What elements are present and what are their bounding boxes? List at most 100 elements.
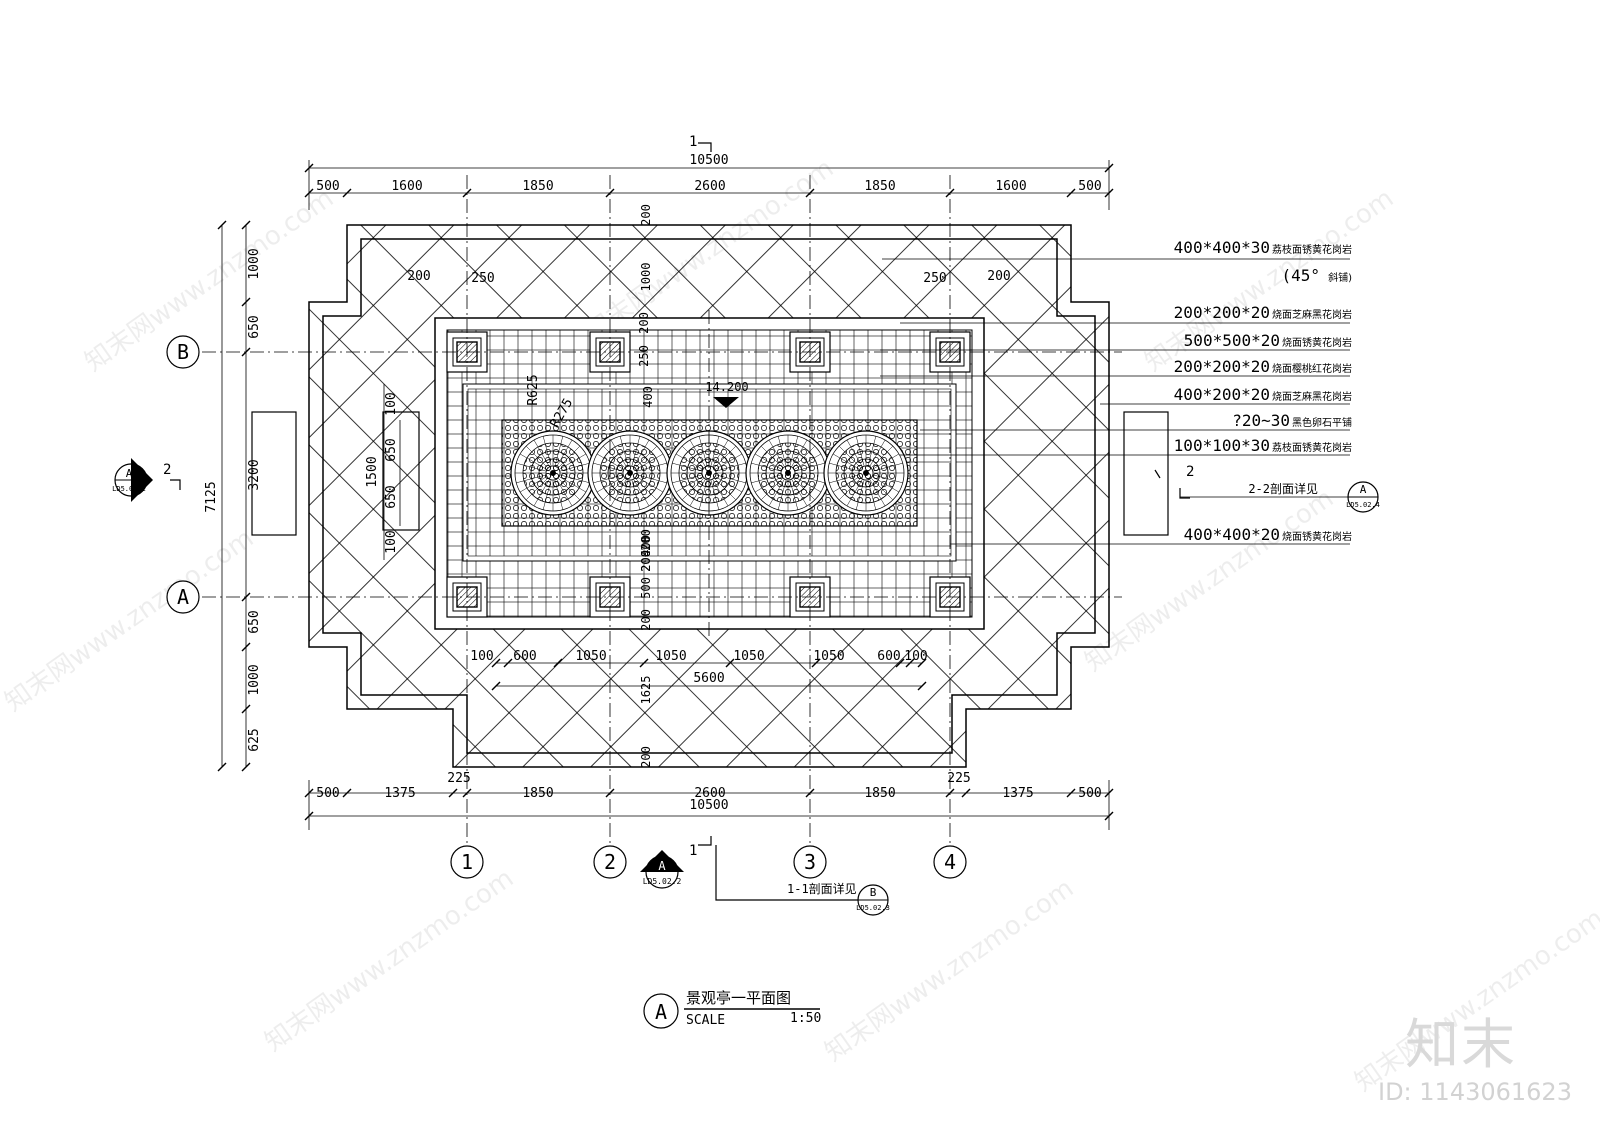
rosette-spoke: [751, 462, 782, 472]
rosette-spoke: [516, 474, 547, 484]
section-2-number-right: 2: [1186, 464, 1194, 480]
rosette-spoke: [872, 474, 903, 484]
rosette-spoke: [760, 477, 784, 501]
material-spec: 200*200*20: [1174, 357, 1270, 376]
dim-tick: [241, 762, 251, 772]
dim-tick: [304, 811, 314, 821]
rosette-spoke: [619, 479, 629, 510]
material-spec: 400*200*20: [1174, 385, 1270, 404]
dim-bottom-overall: 10500: [689, 798, 728, 813]
dim-bottom-225-right: 225: [947, 771, 970, 786]
dim-top-segment: 1600: [995, 179, 1026, 194]
rosette-spoke: [871, 476, 900, 493]
dim-tick: [945, 188, 955, 198]
rosette-spoke: [593, 462, 624, 472]
rosette-spoke: [855, 479, 865, 510]
section-2-ref-sheet: LD5.02.4: [1346, 501, 1380, 509]
rosette-spoke: [768, 439, 785, 468]
grid-col-bubble: [933, 845, 967, 879]
rosette-spoke: [791, 478, 808, 507]
dim-tick: [905, 658, 915, 668]
dim-tick: [241, 642, 251, 652]
dim-vertical: 250: [637, 345, 651, 367]
dim-tick: [304, 188, 314, 198]
section-ref-1: 1 1 A LD5.02.2 1-1剖面详见 B LD5.02.3: [640, 134, 890, 916]
rosette-spoke: [829, 474, 860, 484]
dim-bottom-segment: 500: [316, 786, 339, 801]
dim-tick: [241, 592, 251, 602]
rosette-spoke: [754, 476, 783, 493]
dim-bottom-segment: 1850: [522, 786, 553, 801]
dim-tick: [217, 220, 227, 230]
material-desc: 斜铺): [1328, 271, 1352, 284]
rosette-spoke: [838, 445, 862, 469]
rosette-spoke: [715, 474, 746, 484]
dim-tick: [961, 788, 971, 798]
scale-label: SCALE: [686, 1013, 725, 1028]
grid-row-bubble: [166, 580, 200, 614]
rosette-spoke: [789, 479, 799, 510]
rosette-spoke: [681, 477, 705, 501]
rosette-spoke: [713, 445, 737, 469]
elevation-marker: [713, 397, 739, 408]
materials-legend: 荔枝面锈黄花岗岩400*400*30斜铺)(45°烧面芝麻黑花岗岩200*200…: [1174, 238, 1352, 544]
rosette-spoke: [870, 477, 894, 501]
leader-lines: [880, 258, 1350, 545]
dim-inner-left: 100: [384, 392, 399, 415]
dim-vertical: 400: [639, 535, 653, 557]
rosette-spoke: [846, 478, 863, 507]
rosette-spoke: [602, 445, 626, 469]
rosette-spoke: [533, 439, 550, 468]
dim-tick: [811, 658, 821, 668]
rosette-spoke: [689, 478, 706, 507]
rosette-spoke: [554, 479, 564, 510]
rosette-spoke: [867, 479, 877, 510]
rosette-center: [550, 470, 556, 476]
rosette-spoke: [558, 476, 587, 493]
rosette-spoke: [768, 478, 785, 507]
dim-vertical: 500: [639, 577, 653, 599]
rosette-spoke: [519, 476, 548, 493]
title-circle-letter: A: [655, 1000, 667, 1024]
rosette-spoke: [713, 477, 737, 501]
section-2-symbol-letter: A: [126, 467, 133, 480]
dim-tick: [304, 163, 314, 173]
grid-row-bubble: [166, 335, 200, 369]
rosette-spoke: [867, 436, 877, 467]
title-block: A 景观亭一平面图 SCALE 1:50: [643, 989, 821, 1029]
rosette-spoke: [760, 445, 784, 469]
rosette-spoke: [793, 453, 822, 470]
material-desc: 烧面樱桃红花岗岩: [1272, 362, 1352, 375]
grid-col-label: 2: [604, 850, 616, 874]
dim-top-200-left: 200: [407, 269, 430, 284]
dim-top-segment: 500: [316, 179, 339, 194]
material-desc: 荔枝面锈黄花岗岩: [1272, 441, 1352, 454]
rosette-spoke: [525, 445, 549, 469]
dim-tick: [917, 681, 927, 691]
rosette-spoke: [855, 436, 865, 467]
grid-col-bubble: [793, 845, 827, 879]
radius-625: R625: [526, 374, 541, 405]
rosette-spoke: [610, 439, 627, 468]
dim-tick: [725, 658, 735, 668]
grid-row-label: A: [177, 585, 189, 609]
dim-left-segment: 625: [247, 728, 262, 751]
dim-inner-bottom: 100: [904, 649, 927, 664]
dim-tick: [805, 188, 815, 198]
dim-vertical: 200: [637, 312, 651, 334]
rosette-spoke: [636, 462, 667, 472]
mosaic-rosettes: [510, 430, 909, 516]
dim-top-250-left: 250: [471, 271, 494, 286]
rosette-spoke: [556, 439, 573, 468]
dim-tick: [241, 297, 251, 307]
dim-tick: [462, 188, 472, 198]
side-benches: [251, 411, 1169, 536]
rosette-spoke: [633, 478, 650, 507]
dim-inner-bottom: 1050: [655, 649, 686, 664]
dim-tick: [895, 658, 905, 668]
dim-tick: [491, 681, 501, 691]
dim-tick: [1066, 188, 1076, 198]
